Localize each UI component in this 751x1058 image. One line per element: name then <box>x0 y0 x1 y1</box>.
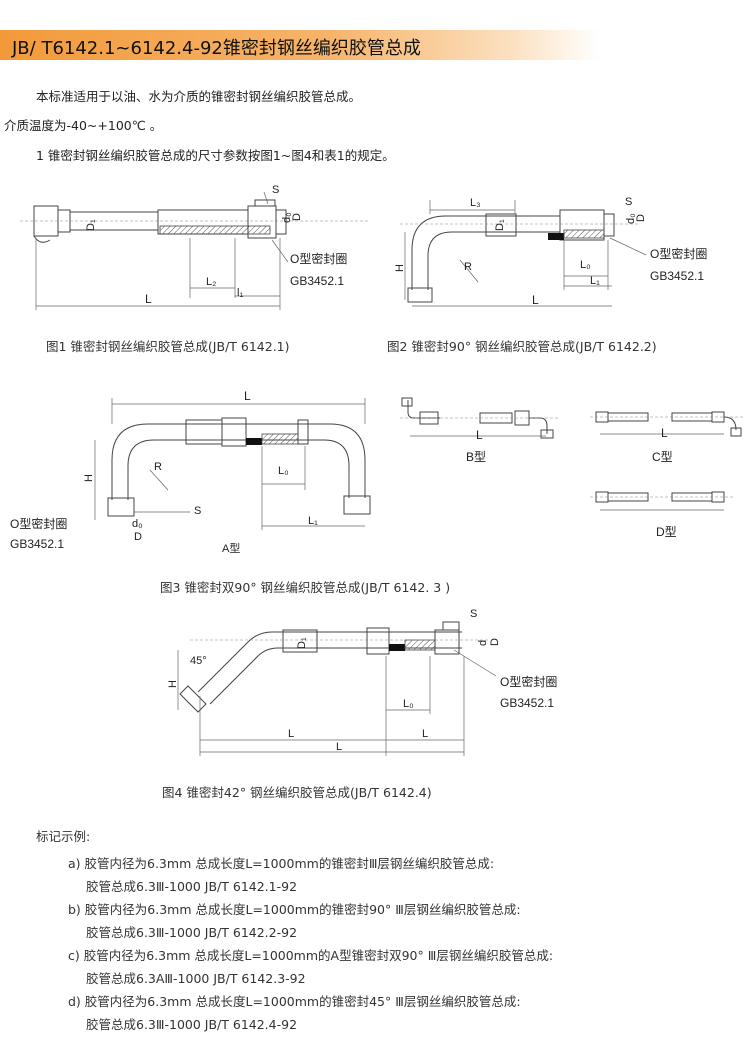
fig3-label-r: R <box>154 461 162 473</box>
fig2-label-gb: GB3452.1 <box>650 269 704 283</box>
fig3-label-gb: GB3452.1 <box>10 537 64 551</box>
fig1-label-l2: L₂ <box>206 276 216 288</box>
example-d-line-1: d) 胶管内径为6.3mm 总成长度L=1000mm的锥密封45° Ⅲ层钢丝编织… <box>68 994 521 1009</box>
examples-heading: 标记示例: <box>36 829 91 844</box>
example-a-line-1: a) 胶管内径为6.3mm 总成长度L=1000mm的锥密封Ⅲ层钢丝编织胶管总成… <box>68 856 495 871</box>
fig4-label-l0: L₀ <box>403 698 414 710</box>
fig4-label-d: d <box>477 640 489 646</box>
fig2-label-oring: O型密封圈 <box>650 246 707 261</box>
fig1-label-s: S <box>272 184 279 196</box>
fig2-label-d0: d₀ <box>625 213 637 224</box>
figure-1-drawing: S D₁ d₀ D L₂ l₁ L O型密封圈 GB3452.1 <box>20 184 370 310</box>
example-b-line-2: 胶管总成6.3Ⅲ-1000 JB/T 6142.2-92 <box>86 925 298 940</box>
fig4-label-d1: D₁ <box>296 637 308 649</box>
fig3-label-s: S <box>194 505 201 517</box>
example-c-line-1: c) 胶管内径为6.3mm 总成长度L=1000mm的A型锥密封双90° Ⅲ层钢… <box>68 948 554 963</box>
fig2-label-l: L <box>532 293 539 307</box>
fig3-label-l1: L₁ <box>308 515 318 527</box>
figure-1-caption: 图1 锥密封钢丝编织胶管总成(JB/T 6142.1) <box>46 339 290 354</box>
fig3-label-l: L <box>244 389 251 403</box>
figure-3-caption: 图3 锥密封双90° 钢丝编织胶管总成(JB/T 6142. 3 ) <box>160 580 451 595</box>
fig2-label-l0: L₀ <box>580 259 591 271</box>
fig1-label-d: D <box>291 213 303 221</box>
figure-2-drawing: L₃ S D₁ d₀ D H R L₀ L₁ L O型密封圈 GB3452.1 <box>394 196 707 307</box>
fig3-label-type-a: A型 <box>222 541 240 555</box>
figure-3-drawing-b: L B型 <box>400 397 560 464</box>
example-a-line-2: 胶管总成6.3Ⅲ-1000 JB/T 6142.1-92 <box>86 879 298 894</box>
fig4-label-dd: D <box>489 638 501 646</box>
fig1-label-d0: d₀ <box>281 212 293 223</box>
example-b-line-1: b) 胶管内径为6.3mm 总成长度L=1000mm的锥密封90° Ⅲ层钢丝编织… <box>68 902 521 917</box>
figure-4-drawing: 45° H D₁ S d D L₀ L L L O型密封圈 GB3452.1 <box>167 608 557 756</box>
fig3-label-l0: L₀ <box>278 465 289 477</box>
fig4-label-lb: L <box>422 728 428 740</box>
example-d-line-2: 胶管总成6.3Ⅲ-1000 JB/T 6142.4-92 <box>86 1017 298 1032</box>
fig3-label-h: H <box>83 474 95 482</box>
fig2-label-l3: L₃ <box>470 197 481 209</box>
fig3-label-oring: O型密封圈 <box>10 516 67 531</box>
figure-3-drawing-a: L H R S L₀ L₁ d₀ D O型密封圈 GB3452.1 A型 <box>10 389 371 555</box>
fig3-label-lb: L <box>476 428 483 442</box>
fig4-label-h: H <box>167 680 179 688</box>
fig3-label-type-b: B型 <box>466 450 486 464</box>
title-bar: JB/ T6142.1~6142.4-92锥密封钢丝编织胶管总成 <box>0 30 600 60</box>
fig3-label-type-d: D型 <box>656 525 677 539</box>
fig4-label-la: L <box>288 728 294 740</box>
fig4-label-l: L <box>336 741 342 753</box>
fig3-label-lc: L <box>661 426 668 440</box>
fig4-label-oring: O型密封圈 <box>500 674 557 689</box>
fig2-label-l1: L₁ <box>590 275 600 287</box>
figure-3-drawing-c: L C型 <box>590 411 745 464</box>
fig1-label-l1: l₁ <box>237 287 243 299</box>
fig2-label-r: R <box>464 261 472 273</box>
fig4-label-gb: GB3452.1 <box>500 696 554 710</box>
fig3-label-type-c: C型 <box>652 450 673 464</box>
intro-line-3: 1 锥密封钢丝编织胶管总成的尺寸参数按图1~图4和表1的规定。 <box>36 148 395 163</box>
fig1-label-l: L <box>145 292 152 306</box>
fig1-label-d1: D₁ <box>85 219 97 231</box>
fig1-label-oring: O型密封圈 <box>290 251 347 266</box>
fig2-label-d: D <box>635 214 647 222</box>
figure-2-caption: 图2 锥密封90° 钢丝编织胶管总成(JB/T 6142.2) <box>387 339 657 354</box>
intro-line-2: 介质温度为-40~+100℃ 。 <box>4 118 163 133</box>
fig4-label-angle: 45° <box>190 655 207 667</box>
page-title: JB/ T6142.1~6142.4-92锥密封钢丝编织胶管总成 <box>12 38 421 59</box>
fig1-label-gb: GB3452.1 <box>290 274 344 288</box>
figure-4-caption: 图4 锥密封42° 钢丝编织胶管总成(JB/T 6142.4) <box>162 785 432 800</box>
fig2-label-h: H <box>394 264 406 272</box>
fig4-label-s: S <box>470 608 477 620</box>
intro-line-1: 本标准适用于以油、水为介质的锥密封钢丝编织胶管总成。 <box>36 89 362 104</box>
fig3-label-d0: d₀ <box>132 518 143 530</box>
fig3-label-d: D <box>134 531 142 543</box>
example-c-line-2: 胶管总成6.3AⅢ-1000 JB/T 6142.3-92 <box>86 971 306 986</box>
fig2-label-s: S <box>625 196 632 208</box>
figure-3-drawing-d: D型 <box>590 491 735 539</box>
fig2-label-d1: D₁ <box>494 219 506 231</box>
